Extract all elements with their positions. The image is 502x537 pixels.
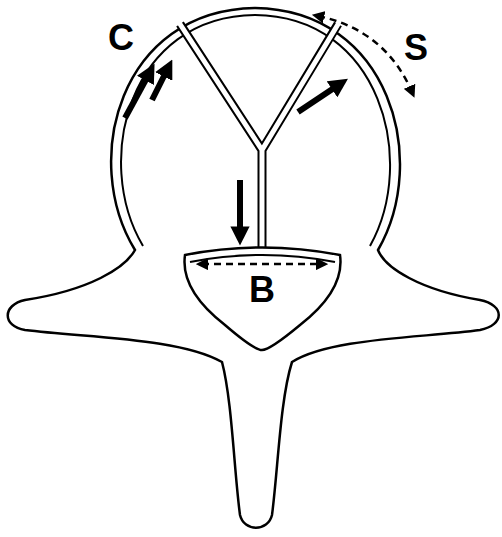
force-arrow xyxy=(125,72,150,118)
cortical-shell xyxy=(121,15,390,246)
region-label: S xyxy=(404,30,428,66)
force-arrow xyxy=(298,84,340,112)
region-label: B xyxy=(249,272,275,308)
force-arrow xyxy=(152,68,168,100)
bending-arrow xyxy=(202,263,322,266)
septa xyxy=(178,21,340,254)
shear-arrow xyxy=(318,16,412,92)
region-label: C xyxy=(108,20,134,56)
vertebra-outline xyxy=(8,8,499,528)
force-arrow xyxy=(237,180,243,236)
canal-rim xyxy=(190,255,335,262)
vertebral-canal xyxy=(185,248,341,351)
